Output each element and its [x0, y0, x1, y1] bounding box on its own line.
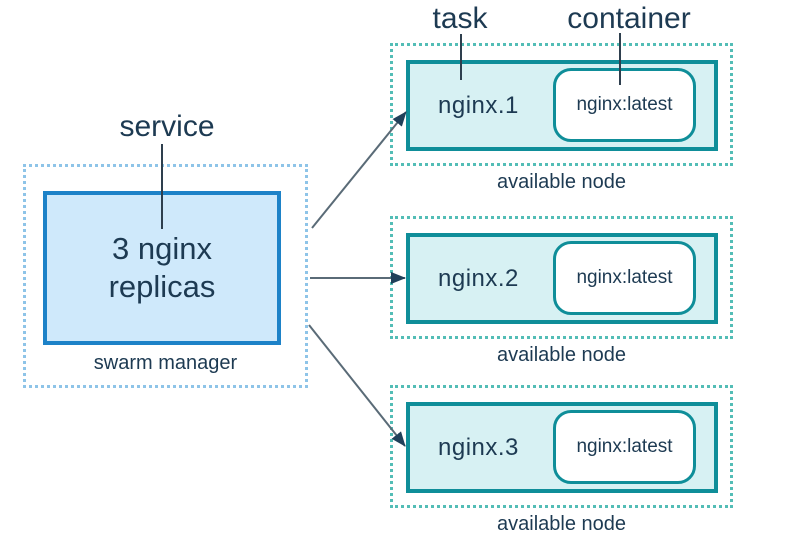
node-dotted-box: nginx.2 nginx:latest: [390, 216, 733, 339]
container-box: nginx:latest: [553, 68, 696, 142]
container-box: nginx:latest: [553, 410, 696, 484]
task-box: nginx.1 nginx:latest: [406, 60, 718, 151]
swarm-manager-dotted-box: 3 nginx replicas swarm manager: [23, 164, 308, 388]
task-name: nginx.1: [438, 91, 519, 119]
available-node-1: nginx.1 nginx:latest available node: [390, 43, 733, 194]
service-label: service: [119, 110, 215, 143]
available-node-3: nginx.3 nginx:latest available node: [390, 385, 733, 536]
task-label: task: [432, 2, 488, 35]
container-box: nginx:latest: [553, 241, 696, 315]
node-caption: available node: [497, 344, 626, 366]
node-caption: available node: [497, 513, 626, 535]
container-image-name: nginx:latest: [576, 267, 673, 288]
service-box-text-line2: replicas: [108, 269, 216, 304]
swarm-manager-caption: swarm manager: [93, 352, 238, 374]
container-label: container: [567, 2, 691, 35]
node-caption: available node: [497, 171, 626, 193]
service-box-text-line1: 3 nginx: [112, 231, 212, 266]
task-name: nginx.2: [438, 264, 519, 292]
node-dotted-box: nginx.3 nginx:latest: [390, 385, 733, 508]
service-box: 3 nginx replicas: [43, 191, 281, 345]
task-name: nginx.3: [438, 433, 519, 461]
available-node-2: nginx.2 nginx:latest available node: [390, 216, 733, 367]
container-image-name: nginx:latest: [576, 436, 673, 457]
task-box: nginx.2 nginx:latest: [406, 233, 718, 324]
container-image-name: nginx:latest: [576, 94, 673, 115]
task-box: nginx.3 nginx:latest: [406, 402, 718, 493]
node-dotted-box: nginx.1 nginx:latest: [390, 43, 733, 166]
